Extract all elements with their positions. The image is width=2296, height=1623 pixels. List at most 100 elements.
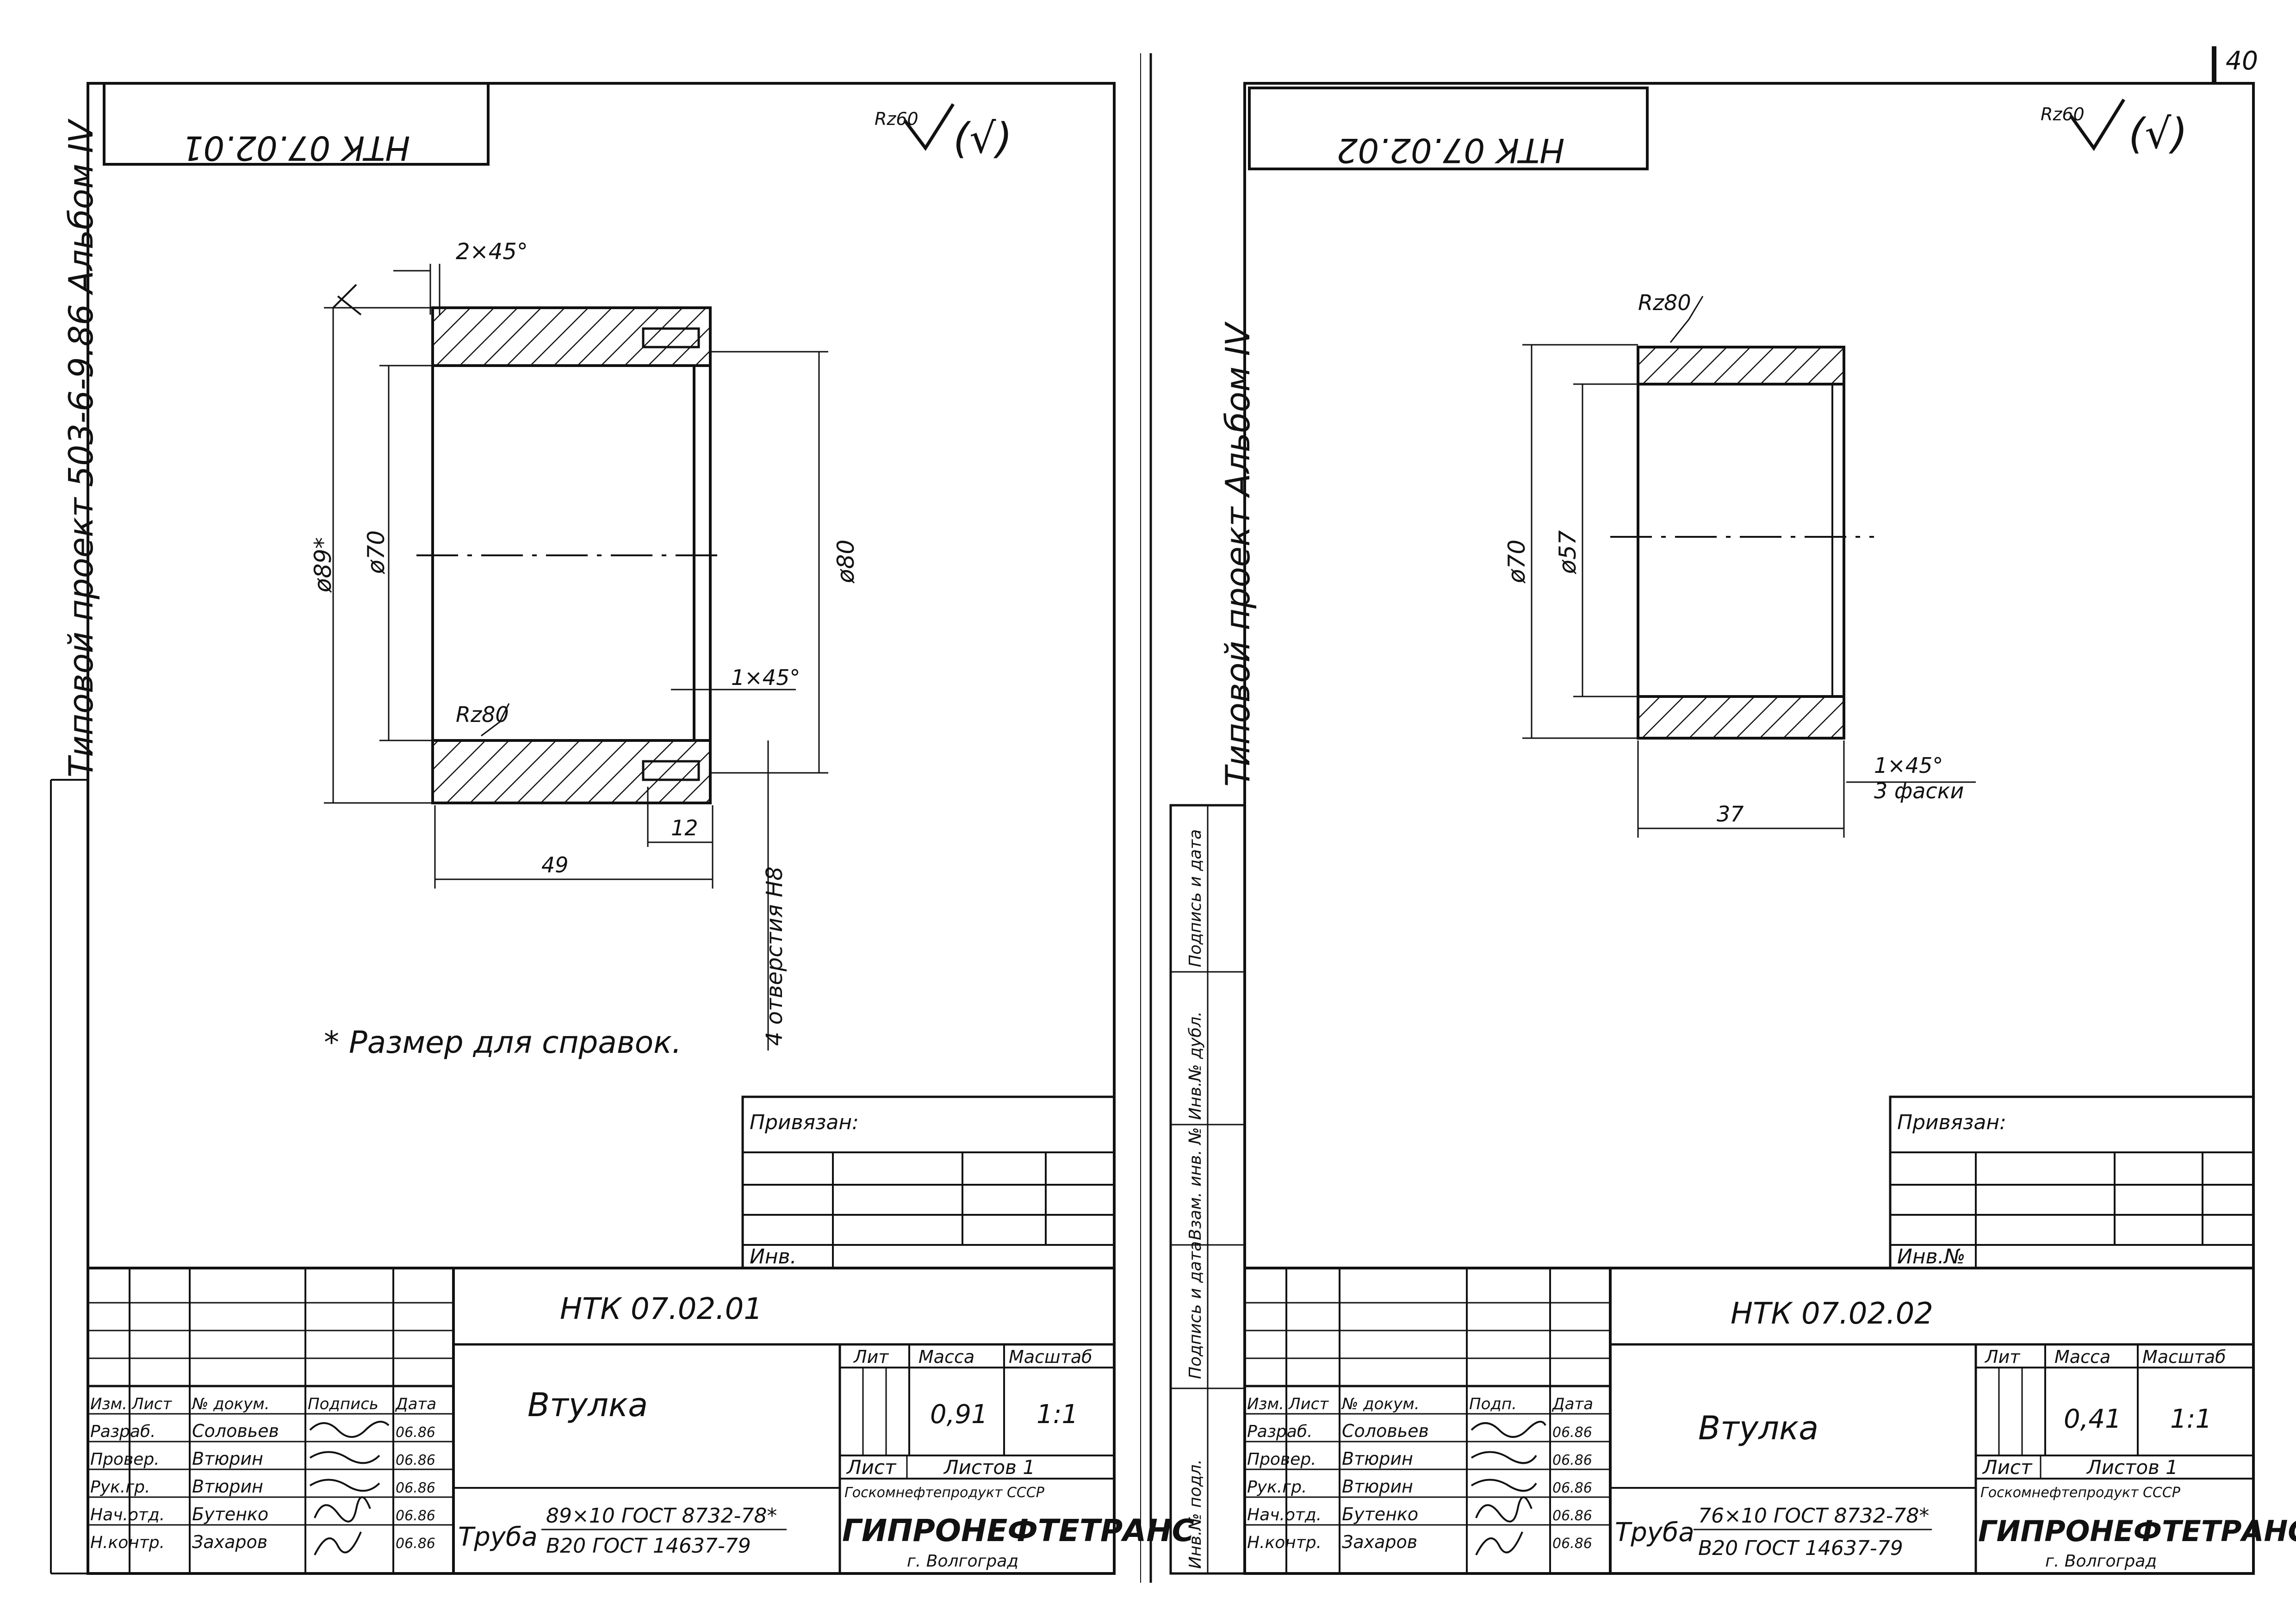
signature-scribble bbox=[1471, 1421, 1546, 1555]
part-name-right: Втулка bbox=[1698, 1409, 1818, 1447]
svg-text:4 отверстия Н8: 4 отверстия Н8 bbox=[762, 866, 788, 1046]
svg-text:06.86: 06.86 bbox=[1552, 1480, 1592, 1496]
svg-text:Дата: Дата bbox=[1551, 1395, 1593, 1413]
svg-text:Лист: Лист bbox=[1288, 1395, 1329, 1413]
svg-text:Rz80: Rz80 bbox=[456, 702, 509, 727]
svg-text:Труба: Труба bbox=[458, 1522, 538, 1552]
designation-stamp-right: НТК 07.02.02 bbox=[1337, 131, 1565, 170]
svg-text:Бутенко: Бутенко bbox=[1342, 1504, 1418, 1524]
bound-block-left: Привязан: Инв. bbox=[741, 1095, 1116, 1269]
svg-text:Привязан:: Привязан: bbox=[750, 1111, 859, 1134]
svg-text:Разраб.: Разраб. bbox=[1247, 1422, 1312, 1441]
signature-scribble bbox=[309, 1421, 390, 1555]
svg-text:Госкомнефтепродукт СССР: Госкомнефтепродукт СССР bbox=[1980, 1485, 2181, 1501]
svg-text:Подп.: Подп. bbox=[1469, 1395, 1517, 1413]
svg-text:Взам. инв. №: Взам. инв. № bbox=[1186, 1127, 1205, 1240]
svg-text:Инв.№ подл.: Инв.№ подл. bbox=[1186, 1459, 1205, 1569]
svg-text:06.86: 06.86 bbox=[396, 1536, 435, 1552]
svg-text:Листов 1: Листов 1 bbox=[943, 1456, 1035, 1479]
mass-left: 0,91 bbox=[930, 1399, 988, 1430]
svg-text:Лист: Лист bbox=[131, 1395, 172, 1413]
svg-text:Изм.: Изм. bbox=[90, 1395, 127, 1413]
svg-text:Лист: Лист bbox=[846, 1456, 897, 1479]
svg-text:Провер.: Провер. bbox=[1247, 1450, 1316, 1469]
svg-text:06.86: 06.86 bbox=[396, 1452, 435, 1468]
svg-text:Н.контр.: Н.контр. bbox=[90, 1533, 165, 1552]
svg-text:49: 49 bbox=[541, 852, 569, 877]
svg-text:ø57: ø57 bbox=[1554, 530, 1581, 574]
svg-text:Нач.отд.: Нач.отд. bbox=[1247, 1505, 1322, 1524]
svg-text:06.86: 06.86 bbox=[396, 1480, 435, 1496]
svg-text:Масса: Масса bbox=[2054, 1347, 2110, 1367]
svg-text:37: 37 bbox=[1717, 802, 1744, 827]
dimensions-left: 2×45° ø89* ø70 ø80 Rz80 1×45° 49 12 4 от… bbox=[310, 239, 859, 1051]
svg-text:Лит: Лит bbox=[853, 1347, 889, 1367]
svg-text:Инв.№: Инв.№ bbox=[1897, 1245, 1965, 1269]
svg-text:г. Волгоград: г. Волгоград bbox=[2045, 1552, 2157, 1571]
svg-text:(√): (√) bbox=[953, 114, 1012, 163]
svg-text:Масштаб: Масштаб bbox=[1009, 1347, 1092, 1367]
svg-text:Привязан:: Привязан: bbox=[1897, 1111, 2006, 1134]
svg-text:Захаров: Захаров bbox=[192, 1532, 267, 1552]
svg-text:(√): (√) bbox=[2128, 110, 2188, 158]
svg-text:Соловьев: Соловьев bbox=[192, 1421, 279, 1441]
svg-text:Втюрин: Втюрин bbox=[1342, 1476, 1413, 1497]
org-name-right: ГИПРОНЕФТЕТРАНС bbox=[1978, 1514, 2296, 1548]
designation-stamp-left: НТК 07.02.01 bbox=[182, 129, 410, 168]
svg-text:Масса: Масса bbox=[918, 1347, 974, 1367]
svg-text:Труба: Труба bbox=[1615, 1517, 1694, 1548]
title-block-left: НТК 07.02.01 Втулка Труба 89×10 ГОСТ 873… bbox=[87, 1267, 1194, 1575]
title-block-right: НТК 07.02.02 Втулка Труба 76×10 ГОСТ 873… bbox=[1243, 1267, 2296, 1575]
svg-text:Листов 1: Листов 1 bbox=[2086, 1456, 2178, 1479]
svg-text:06.86: 06.86 bbox=[1552, 1452, 1592, 1468]
scale-right: 1:1 bbox=[2170, 1404, 2212, 1434]
svg-text:Лит: Лит bbox=[1984, 1347, 2021, 1367]
scale-left: 1:1 bbox=[1036, 1399, 1078, 1430]
svg-text:№ докум.: № докум. bbox=[1341, 1395, 1420, 1413]
svg-text:Соловьев: Соловьев bbox=[1342, 1421, 1429, 1441]
page-number: 40 bbox=[2226, 46, 2258, 75]
part-name-left: Втулка bbox=[527, 1386, 648, 1424]
svg-text:ø70: ø70 bbox=[1503, 540, 1530, 584]
svg-text:12: 12 bbox=[671, 815, 698, 840]
svg-text:Rz80: Rz80 bbox=[1638, 290, 1691, 315]
svg-text:Провер.: Провер. bbox=[90, 1450, 160, 1469]
svg-text:06.86: 06.86 bbox=[1552, 1508, 1592, 1524]
svg-text:В20 ГОСТ 14637-79: В20 ГОСТ 14637-79 bbox=[1698, 1536, 1903, 1560]
svg-text:г. Волгоград: г. Волгоград bbox=[907, 1552, 1018, 1571]
svg-text:Рук.гр.: Рук.гр. bbox=[1247, 1478, 1307, 1497]
svg-text:Втюрин: Втюрин bbox=[192, 1476, 263, 1497]
svg-text:76×10 ГОСТ 8732-78*: 76×10 ГОСТ 8732-78* bbox=[1698, 1504, 1929, 1528]
svg-text:Изм.: Изм. bbox=[1247, 1395, 1284, 1413]
part-section-right bbox=[1610, 346, 1874, 740]
svg-text:06.86: 06.86 bbox=[1552, 1424, 1592, 1441]
svg-text:Захаров: Захаров bbox=[1342, 1532, 1417, 1552]
svg-text:06.86: 06.86 bbox=[396, 1508, 435, 1524]
designation-left: НТК 07.02.01 bbox=[560, 1292, 763, 1326]
svg-text:Госкомнефтепродукт СССР: Госкомнефтепродукт СССР bbox=[844, 1485, 1045, 1501]
svg-text:89×10 ГОСТ 8732-78*: 89×10 ГОСТ 8732-78* bbox=[546, 1504, 777, 1528]
svg-text:ø70: ø70 bbox=[363, 530, 390, 574]
svg-text:Разраб.: Разраб. bbox=[90, 1422, 155, 1441]
svg-text:Лист: Лист bbox=[1982, 1456, 2033, 1479]
svg-text:Масштаб: Масштаб bbox=[2142, 1347, 2226, 1367]
svg-text:Rz60: Rz60 bbox=[875, 109, 918, 129]
svg-text:ø89*: ø89* bbox=[310, 537, 336, 593]
svg-text:В20 ГОСТ 14637-79: В20 ГОСТ 14637-79 bbox=[546, 1534, 751, 1558]
svg-text:3 фаски: 3 фаски bbox=[1874, 778, 1964, 803]
svg-text:Н.контр.: Н.контр. bbox=[1247, 1533, 1322, 1552]
mass-right: 0,41 bbox=[2064, 1404, 2122, 1434]
svg-text:Инв.: Инв. bbox=[750, 1245, 797, 1269]
svg-text:Нач.отд.: Нач.отд. bbox=[90, 1505, 165, 1524]
svg-text:2×45°: 2×45° bbox=[456, 239, 528, 265]
sheet-left: НТК 07.02.01 Rz60 (√) Типовой проект 503… bbox=[50, 82, 1194, 1575]
roughness-mark-right: Rz60 (√) bbox=[2041, 99, 2188, 158]
svg-text:06.86: 06.86 bbox=[1552, 1536, 1592, 1552]
sheet-right: Инв.№ подл. Подпись и дата Взам. инв. № … bbox=[1169, 82, 2296, 1575]
svg-text:Rz60: Rz60 bbox=[2041, 104, 2085, 124]
svg-text:Втюрин: Втюрин bbox=[1342, 1449, 1413, 1469]
svg-text:ø80: ø80 bbox=[832, 540, 859, 584]
org-name-left: ГИПРОНЕФТЕТРАНС bbox=[842, 1513, 1194, 1548]
dimensions-right: Rz80 ø70 ø57 1×45° 3 фаски 37 bbox=[1503, 290, 1976, 838]
